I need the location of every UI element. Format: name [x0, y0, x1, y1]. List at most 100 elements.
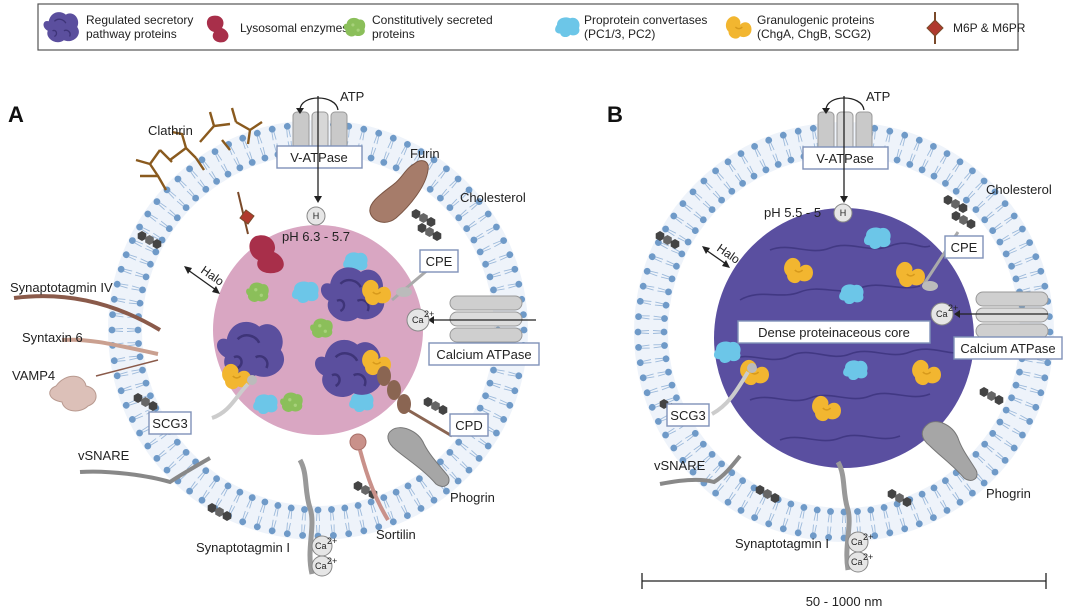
legend: Regulated secretory pathway proteins Lys… [37, 3, 1026, 51]
synaptotagmin-iv-label: Synaptotagmin IV [10, 280, 113, 295]
legend-item-constitutive: Constitutively secreted proteins [343, 13, 493, 41]
calcium-atpase-a: Ca 2+ Calcium ATPase [406, 295, 540, 366]
synaptotagmin-i-a [297, 458, 315, 575]
lysosomal-enzyme-icon [206, 15, 229, 43]
scg3-box-a [148, 411, 192, 435]
cpe-box-b [944, 235, 984, 259]
legend-label-constitutive-2: proteins [372, 27, 415, 41]
cholesterol-label-b: Cholesterol [986, 182, 1052, 197]
proton-label-a: H [313, 211, 320, 221]
panel-b-letter: B [607, 102, 623, 127]
legend-box [37, 3, 1019, 51]
phogrin-label-a: Phogrin [450, 490, 495, 505]
furin-label: Furin [410, 146, 440, 161]
scale-bar-label: 50 - 1000 nm [806, 594, 883, 609]
clathrin-a [135, 107, 263, 191]
ph-label-a: pH 6.3 - 5.7 [282, 229, 350, 244]
v-atpase-b: V-ATPase ATP H pH 5.5 - 5 [764, 89, 890, 223]
calcium-atpase-box-b [953, 336, 1063, 360]
legend-item-lysosomal: Lysosomal enzymes [206, 15, 348, 43]
legend-label-lysosomal: Lysosomal enzymes [240, 21, 348, 35]
legend-item-m6p: M6P & M6PR [926, 12, 1026, 44]
syntaxin6-label: Syntaxin 6 [22, 330, 83, 345]
ph-label-b: pH 5.5 - 5 [764, 205, 821, 220]
syt-ca-sup-b1: 2+ [863, 532, 873, 542]
syt-ca-sup-a1: 2+ [327, 536, 337, 546]
vamp4-label: VAMP4 [12, 368, 55, 383]
cpd-label-a: CPD [455, 418, 482, 433]
cpe-box-a [419, 249, 459, 273]
v-atpase-label-b: V-ATPase [816, 151, 874, 166]
clathrin-label: Clathrin [148, 123, 193, 138]
atp-label-a: ATP [340, 89, 364, 104]
cholesterol-label-a: Cholesterol [460, 190, 526, 205]
v-atpase-a: V-ATPase ATP H pH 6.3 - 5.7 [276, 89, 364, 244]
dense-core-box [737, 320, 931, 344]
syt-ca-label-b2: Ca [851, 557, 863, 567]
syntaxin6-a [61, 337, 159, 356]
syt-ca-label-a2: Ca [315, 561, 327, 571]
phogrin-b [921, 421, 978, 481]
legend-label-constitutive-1: Constitutively secreted [372, 13, 493, 27]
scg3-label-b: SCG3 [670, 408, 705, 423]
sortilin-label: Sortilin [376, 527, 416, 542]
m6p-receptor-icon [926, 19, 944, 37]
panel-b: B Dense proteinaceous core V [607, 89, 1063, 609]
legend-label-regulated-2: pathway proteins [86, 27, 177, 41]
cpd-box-a [449, 413, 489, 437]
calcium-ion-sup-a: 2+ [424, 309, 434, 319]
calcium-atpase-b: Ca 2+ Calcium ATPase [930, 291, 1063, 360]
legend-label-convertase-2: (PC1/3, PC2) [584, 27, 655, 41]
calcium-ion-label-b: Ca [936, 309, 948, 319]
proton-icon-b [833, 203, 853, 223]
cpd-a [377, 366, 453, 438]
scg3-box-b [666, 403, 710, 427]
proton-label-b: H [840, 208, 847, 218]
legend-label-m6p: M6P & M6PR [953, 21, 1026, 35]
panel-a: A V-ATPase ATP H pH 6.3 - 5.7 [8, 89, 540, 577]
calcium-ion-label-a: Ca [412, 315, 424, 325]
vsnare-label-b: vSNARE [654, 458, 706, 473]
cpe-label-a: CPE [426, 254, 453, 269]
sortilin-a [358, 449, 390, 522]
dense-core-label: Dense proteinaceous core [758, 325, 910, 340]
v-atpase-label-a: V-ATPase [290, 150, 348, 165]
synaptotagmin-iv-a [13, 294, 162, 332]
calcium-atpase-box-a [428, 342, 540, 366]
legend-label-convertase-1: Proprotein convertases [584, 13, 707, 27]
vsnare-a [79, 456, 211, 485]
legend-item-convertase: Proprotein convertases (PC1/3, PC2) [555, 13, 707, 41]
syt-ca-sup-a2: 2+ [327, 556, 337, 566]
proton-icon-a [306, 206, 326, 226]
synaptotagmin-i-b [835, 460, 852, 571]
scg3-label-a: SCG3 [152, 416, 187, 431]
phogrin-label-b: Phogrin [986, 486, 1031, 501]
v-atpase-label-box-a [276, 145, 363, 169]
vamp4-a [49, 375, 97, 412]
v-atpase-label-box-b [802, 146, 889, 170]
lysosomal-enzyme-a [249, 235, 284, 274]
cpe-label-b: CPE [951, 240, 978, 255]
legend-label-granulogenic-1: Granulogenic proteins [757, 13, 874, 27]
legend-label-granulogenic-2: (ChgA, ChgB, SCG2) [757, 27, 871, 41]
synaptotagmin-i-label-a: Synaptotagmin I [196, 540, 290, 555]
atp-label-b: ATP [866, 89, 890, 104]
vsnare-label-a: vSNARE [78, 448, 130, 463]
furin-a [369, 160, 429, 223]
syt-ca-label-b1: Ca [851, 537, 863, 547]
legend-item-regulated: Regulated secretory pathway proteins [42, 11, 193, 43]
synaptotagmin-i-label-b: Synaptotagmin I [735, 536, 829, 551]
syt-ca-sup-b2: 2+ [863, 552, 873, 562]
scale-bar: 50 - 1000 nm [641, 573, 1047, 609]
panel-a-letter: A [8, 102, 24, 127]
calcium-atpase-label-b: Calcium ATPase [960, 341, 1055, 356]
syt-ca-label-a1: Ca [315, 541, 327, 551]
calcium-ion-b [930, 302, 954, 326]
calcium-atpase-label-a: Calcium ATPase [436, 347, 531, 362]
legend-label-regulated-1: Regulated secretory [86, 13, 193, 27]
legend-item-granulogenic: Granulogenic proteins (ChgA, ChgB, SCG2) [725, 13, 874, 41]
calcium-ion-a [406, 308, 430, 332]
vsnare-b [659, 454, 742, 486]
dense-core-texture-b [729, 242, 961, 442]
